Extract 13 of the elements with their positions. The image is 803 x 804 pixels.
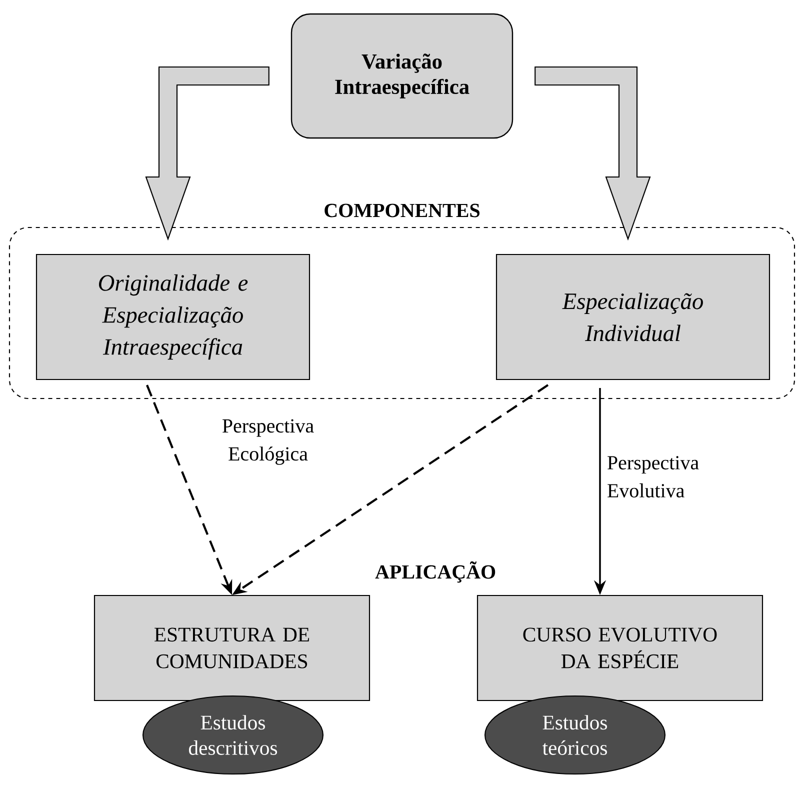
perspective-label: Perspectiva Ecológica: [222, 419, 314, 465]
oval: Estudos descritivos: [142, 695, 324, 775]
node-label: COMPONENTES: [324, 204, 480, 218]
block-arrow: [145, 66, 270, 241]
block-arrow: [534, 66, 651, 241]
process-box: Originalidade e Especialização Intraespecífica: [36, 254, 310, 380]
process-box: Especialização Individual: [496, 254, 770, 380]
process-box: ESTRUTURA DE COMUNIDADES: [94, 594, 370, 702]
edge-label: Perspectiva Evolutiva: [606, 454, 699, 499]
process-box: CURSO EVOLUTIVO DA ESPÉCIE: [476, 594, 764, 702]
rounded-box: Variação Intraespecífica: [290, 13, 514, 139]
oval: Estudos teóricos: [484, 695, 666, 775]
section-heading: APLICAÇÃO: [375, 561, 496, 583]
